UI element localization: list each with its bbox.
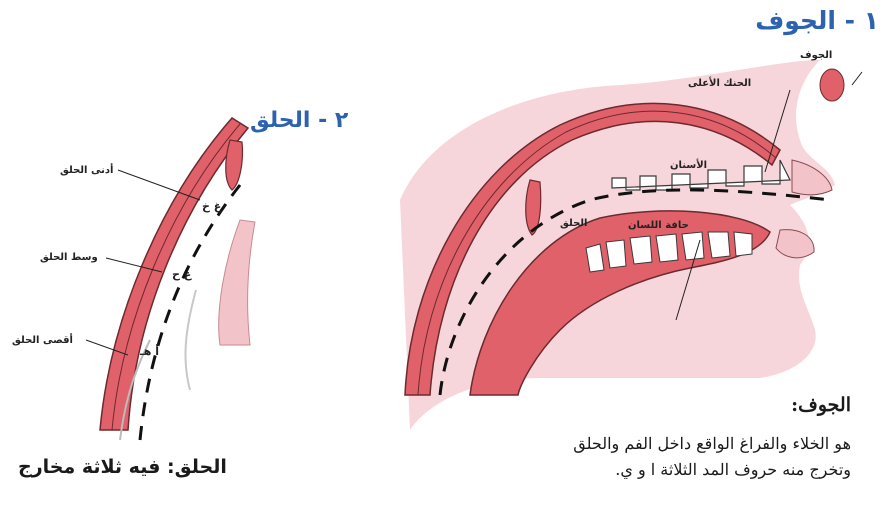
nostril [820, 69, 844, 101]
epiglottis [226, 140, 243, 190]
larynx-tissue [219, 220, 255, 345]
mouth-cross-section [400, 60, 862, 430]
label-nose: الجوف [800, 50, 832, 61]
definition-heading: الجوف: [791, 394, 851, 416]
throat-caption-text: فيه ثلاثة مخارج [18, 456, 167, 478]
throat-caption-heading: الحلق: [167, 456, 227, 478]
label-middle-throat: وسط الحلق [40, 252, 98, 263]
label-teeth: الأسنان [670, 160, 707, 171]
letters-top: غ خ [202, 200, 221, 213]
throat-caption: الحلق: فيه ثلاثة مخارج [18, 456, 227, 478]
definition-line-2: وتخرج منه حروف المد الثلاثة ا و ي. [615, 460, 851, 479]
label-upper-throat: أدنى الحلق [60, 165, 113, 176]
lower-lip [776, 230, 814, 258]
label-tongue-edge: حافة اللسان [628, 220, 689, 231]
letters-low: أ هـ [140, 345, 159, 358]
label-upper-palate: الحنك الأعلى [688, 78, 751, 89]
label-throat-wall: الحلق [560, 218, 588, 229]
label-lower-throat: أقصى الحلق [12, 335, 73, 346]
definition-line-1: هو الخلاء والفراغ الواقع داخل الفم والحل… [573, 434, 851, 453]
letters-mid: ع ح [172, 268, 191, 281]
